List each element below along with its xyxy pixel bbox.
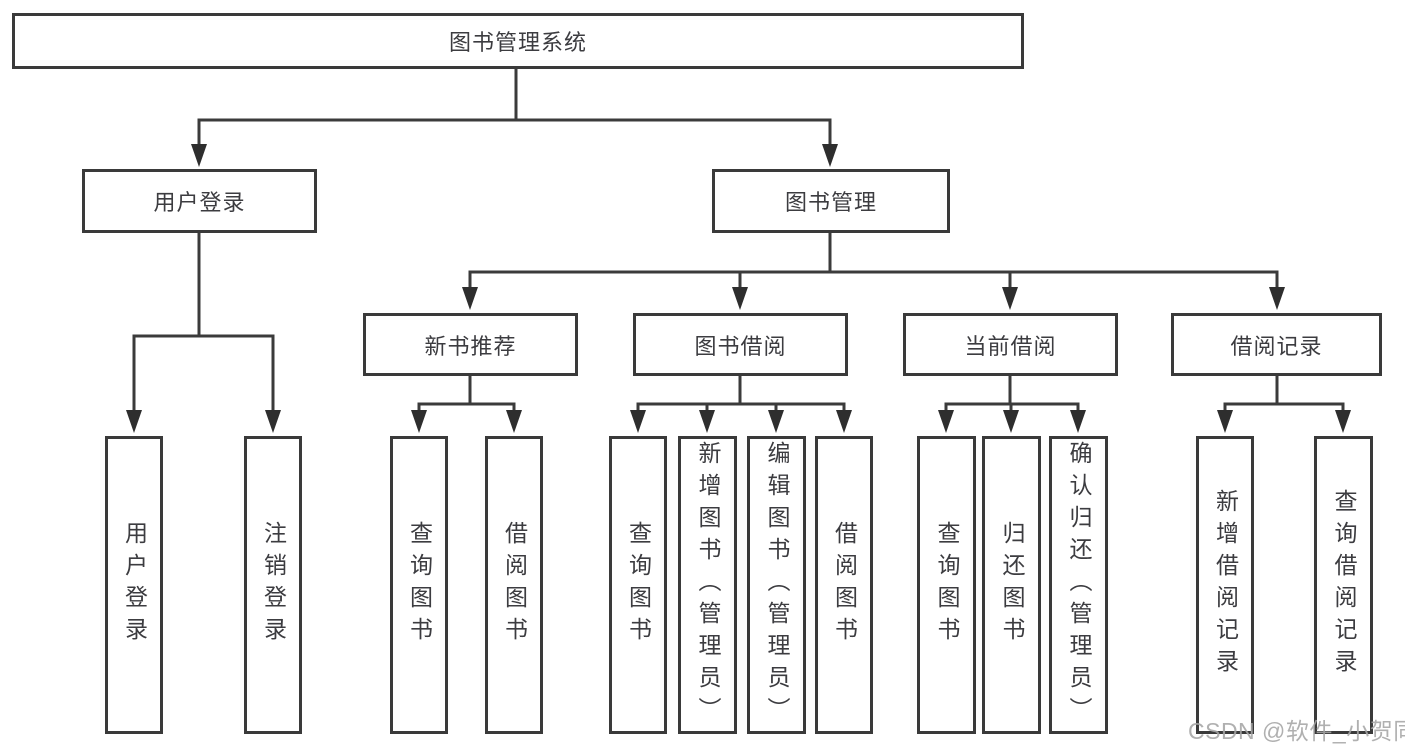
leaf-cb-return-books: 归还图书 <box>982 436 1041 734</box>
node-borrow-records: 借阅记录 <box>1171 313 1382 376</box>
leaf-logout-label: 注销登录 <box>260 521 287 649</box>
leaf-nb-query-books: 查询图书 <box>390 436 448 734</box>
leaf-br-add-record: 新增借阅记录 <box>1196 436 1254 734</box>
node-borrow-records-label: 借阅记录 <box>1230 333 1323 359</box>
node-current-borrow: 当前借阅 <box>903 313 1118 376</box>
node-user-login: 用户登录 <box>82 169 317 233</box>
leaf-cb-confirm-return-admin: 确认归还（管理员） <box>1049 436 1108 734</box>
node-book-management: 图书管理 <box>712 169 950 233</box>
leaf-bb-edit-books-admin: 编辑图书（管理员） <box>747 436 806 734</box>
leaf-cb-query-books: 查询图书 <box>917 436 976 734</box>
leaf-user-login: 用户登录 <box>105 436 163 734</box>
csdn-watermark: CSDN @软件_小贺同学 <box>1188 718 1405 744</box>
leaf-cb-confirm-return-admin-label: 确认归还（管理员） <box>1066 441 1092 729</box>
leaf-bb-edit-books-admin-label: 编辑图书（管理员） <box>764 441 790 729</box>
leaf-cb-return-books-label: 归还图书 <box>999 521 1025 649</box>
node-user-login-label: 用户登录 <box>153 190 246 215</box>
node-current-borrow-label: 当前借阅 <box>964 333 1057 359</box>
leaf-br-add-record-label: 新增借阅记录 <box>1212 489 1239 681</box>
leaf-logout: 注销登录 <box>244 436 302 734</box>
leaf-user-login-label: 用户登录 <box>121 521 148 649</box>
leaf-br-query-record: 查询借阅记录 <box>1314 436 1373 734</box>
node-book-management-label: 图书管理 <box>784 190 877 215</box>
leaf-nb-borrow-books-label: 借阅图书 <box>501 521 528 649</box>
node-book-borrow-label: 图书借阅 <box>694 333 787 359</box>
leaf-bb-add-books-admin-label: 新增图书（管理员） <box>695 441 721 729</box>
leaf-bb-add-books-admin: 新增图书（管理员） <box>678 436 737 734</box>
node-root-label: 图书管理系统 <box>448 30 587 55</box>
leaf-bb-query-books-label: 查询图书 <box>625 521 652 649</box>
leaf-bb-borrow-books-label: 借阅图书 <box>831 521 858 649</box>
leaf-nb-query-books-label: 查询图书 <box>406 521 433 649</box>
node-new-book-recommend-label: 新书推荐 <box>424 333 517 359</box>
node-book-borrow: 图书借阅 <box>633 313 848 376</box>
leaf-bb-query-books: 查询图书 <box>609 436 667 734</box>
leaf-cb-query-books-label: 查询图书 <box>934 521 960 649</box>
leaf-br-query-record-label: 查询借阅记录 <box>1331 489 1357 681</box>
leaf-nb-borrow-books: 借阅图书 <box>485 436 543 734</box>
node-root: 图书管理系统 <box>12 13 1024 69</box>
node-new-book-recommend: 新书推荐 <box>363 313 578 376</box>
leaf-bb-borrow-books: 借阅图书 <box>815 436 873 734</box>
